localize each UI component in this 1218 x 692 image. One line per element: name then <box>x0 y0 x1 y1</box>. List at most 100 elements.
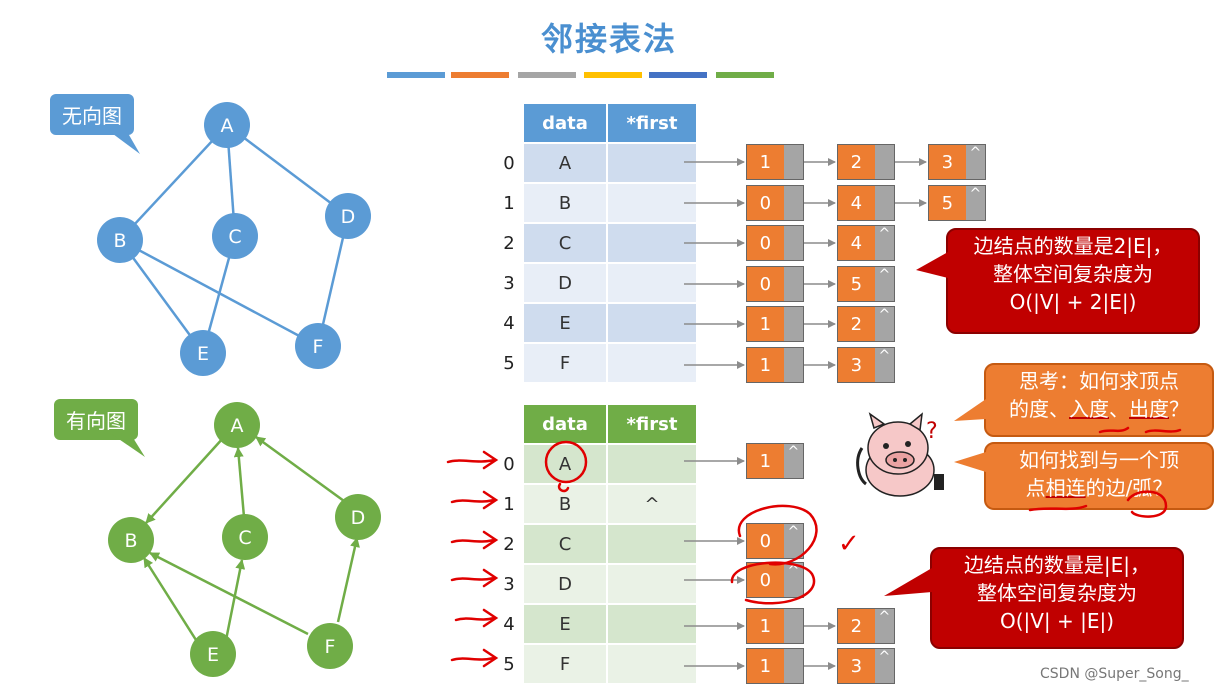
vertex-data-cell: C <box>524 525 606 563</box>
column-first-header: *first <box>608 104 696 142</box>
title-stripe <box>649 72 707 78</box>
graph-node-label: C <box>238 527 251 549</box>
circle-d-list <box>730 561 816 605</box>
edge-node-adjvex: 1 <box>747 145 784 179</box>
row-index: 4 <box>503 312 515 334</box>
edge-node-next <box>783 348 803 382</box>
graph-node-a <box>204 102 250 148</box>
graph-node-label: A <box>221 115 234 137</box>
row-index: 3 <box>503 272 515 294</box>
arrow-mark-row4 <box>454 608 499 628</box>
edge-node-adjvex: 1 <box>747 348 784 382</box>
first-pointer-cell <box>608 525 696 563</box>
graph-node-label: E <box>207 644 219 666</box>
edge-node-adjvex: 1 <box>747 649 784 683</box>
note1-line1: 边结点的数量是2|E|， <box>973 234 1173 258</box>
arrow-mark-row1 <box>450 490 499 510</box>
arc-c-a <box>233 447 246 518</box>
edge-node-adjvex: 4 <box>838 186 875 220</box>
graph-node-label: C <box>228 226 241 248</box>
row-index: 1 <box>503 192 515 214</box>
think1-line1: 思考：如何求顶点 <box>1019 369 1179 393</box>
first-pointer-cell <box>608 264 696 302</box>
first-pointer-cell <box>608 605 696 643</box>
vertex-data-cell: F <box>524 645 606 683</box>
graph-node-c <box>212 213 258 259</box>
circle-arc-word <box>1126 490 1168 518</box>
pig-mascot-icon: ? <box>856 412 944 497</box>
edge-node: 2^ <box>837 306 895 342</box>
edge-node: 0^ <box>746 562 804 598</box>
check-mark: ✓ <box>838 529 860 559</box>
edge-node-next: ^ <box>783 524 803 558</box>
edge-node-next <box>783 186 803 220</box>
graph-node-label: D <box>341 206 356 228</box>
graph-node-label: F <box>313 336 324 358</box>
vertex-data-cell: E <box>524 304 606 342</box>
page-title: 邻接表法 <box>540 20 677 58</box>
edge-node-adjvex: 5 <box>838 267 875 301</box>
edge-node-adjvex: 0 <box>747 267 784 301</box>
edge-node: 3^ <box>928 144 986 180</box>
vertex-data-cell: F <box>524 344 606 382</box>
graph-node-e <box>180 330 226 376</box>
edge-node-adjvex: 1 <box>747 444 784 478</box>
edge-node: 1^ <box>746 443 804 479</box>
first-pointer-cell <box>608 344 696 382</box>
directed-label-tail <box>110 433 145 457</box>
edge-node-adjvex: 3 <box>838 649 875 683</box>
circle-c-list <box>737 504 818 566</box>
arc-a-b <box>145 436 225 524</box>
edge-node-adjvex: 2 <box>838 307 875 341</box>
edge-node: 5^ <box>928 185 986 221</box>
note2-line1: 边结点的数量是|E|， <box>963 553 1151 577</box>
first-pointer-cell <box>608 645 696 683</box>
edge-node-next: ^ <box>874 649 894 683</box>
edge-node: 4^ <box>837 225 895 261</box>
edge-node: 0^ <box>746 523 804 559</box>
edge-b-e <box>118 239 205 354</box>
arc-d-a <box>255 435 345 503</box>
edge-node-next <box>874 145 894 179</box>
edge-node-next <box>783 609 803 643</box>
think2-tail <box>954 452 986 472</box>
column-data-header: data <box>524 405 606 443</box>
edge-node: 1 <box>746 144 804 180</box>
edge-node-next <box>783 267 803 301</box>
edge-node: 1 <box>746 648 804 684</box>
edge-node-next: ^ <box>965 145 985 179</box>
title-stripe <box>584 72 642 78</box>
edge-node-adjvex: 5 <box>929 186 966 220</box>
graph-node-label: F <box>325 636 336 658</box>
edge-node: 0 <box>746 185 804 221</box>
first-pointer-cell <box>608 445 696 483</box>
edge-node: 2 <box>837 144 895 180</box>
graph-node-d <box>325 193 371 239</box>
edge-node-adjvex: 3 <box>838 348 875 382</box>
note1-line2: 整体空间复杂度为 <box>993 262 1153 286</box>
note1-tail <box>916 252 948 278</box>
edge-node-adjvex: 1 <box>747 609 784 643</box>
squiggle-a <box>557 482 570 493</box>
graph-node-f <box>295 323 341 369</box>
directed-label-text: 有向图 <box>66 409 126 433</box>
row-index: 2 <box>503 533 515 555</box>
first-pointer-cell <box>608 304 696 342</box>
edge-node: 0 <box>746 225 804 261</box>
row-index: 0 <box>503 152 515 174</box>
think1-line2: 的度、入度、出度？ <box>1009 397 1189 421</box>
edge-node-next <box>783 145 803 179</box>
title-stripe <box>716 72 774 78</box>
graph-node-c <box>222 514 268 560</box>
edge-node: 5^ <box>837 266 895 302</box>
arc-e-c <box>224 559 246 641</box>
